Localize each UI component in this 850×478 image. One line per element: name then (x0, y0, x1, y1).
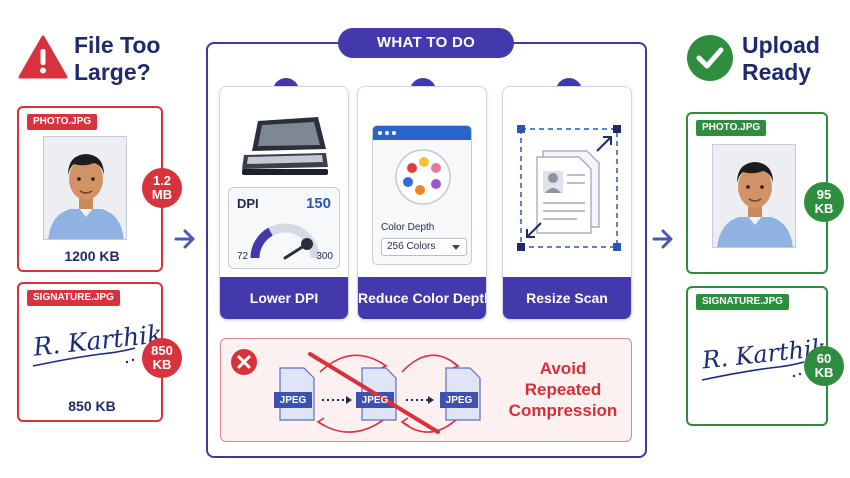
title-line: File Too (74, 32, 161, 58)
scanner-icon (242, 117, 328, 175)
file-size-badge: 60 KB (804, 346, 844, 386)
signature-underline-icon (32, 347, 136, 367)
file-type-label: JPEG (445, 395, 473, 406)
badge-unit: KB (152, 357, 172, 372)
file-tag: SIGNATURE.JPG (27, 290, 120, 306)
resize-document-icon (517, 125, 621, 251)
upload-ready-title: Upload Ready (686, 30, 846, 90)
select-value: 256 Colors (387, 241, 436, 252)
arrow-right-icon (652, 229, 673, 249)
file-size-badge: 1.2 MB (142, 168, 182, 208)
file-size-badge: 850 KB (142, 338, 182, 378)
badge-unit: KB (814, 201, 834, 216)
color-depth-label: Color Depth (381, 222, 435, 233)
person-photo (712, 144, 796, 248)
badge-value: 60 (816, 351, 832, 366)
badge-unit: MB (151, 187, 173, 202)
panel-title: WHAT TO DO (338, 28, 514, 58)
file-tag: PHOTO.JPG (696, 120, 767, 136)
repeated-compression-icon (274, 352, 481, 434)
dpi-max: 300 (316, 251, 333, 262)
title-line: Upload (742, 32, 820, 58)
dpi-gauge-box: DPI 150 72 300 (228, 187, 340, 269)
file-type-label: JPEG (361, 395, 389, 406)
file-tag: PHOTO.JPG (27, 114, 98, 130)
person-portrait-icon (713, 145, 795, 247)
avoid-line: Avoid (539, 359, 587, 378)
window-dots-icon (378, 131, 396, 135)
file-tag: SIGNATURE.JPG (696, 294, 789, 310)
avoid-compression-text: Avoid Repeated Compression (500, 358, 626, 421)
dpi-value: 150 (305, 195, 331, 212)
warning-icon (18, 35, 68, 79)
badge-value: 95 (816, 187, 832, 202)
arrow-right-icon (174, 229, 195, 249)
dpi-gauge-icon (250, 223, 320, 260)
step-label: Lower DPI (220, 277, 348, 319)
step-card-lower-dpi: DPI 150 72 300 Lower DPI (219, 86, 349, 320)
error-x-icon (231, 349, 257, 375)
chevron-down-icon (452, 245, 460, 250)
avoid-line: Repeated (524, 380, 602, 399)
badge-unit: KB (814, 365, 834, 380)
file-size-badge: 95 KB (804, 182, 844, 222)
person-photo (43, 136, 127, 240)
dpi-label: DPI (237, 196, 259, 211)
badge-value: 1.2 (152, 173, 172, 188)
file-type-label: JPEG (279, 395, 307, 406)
step-card-color-depth: Color Depth 256 Colors Reduce Color Dept… (357, 86, 487, 320)
color-depth-window: Color Depth 256 Colors (372, 125, 472, 265)
step-card-resize-scan: Resize Scan (502, 86, 632, 320)
original-photo-card: PHOTO.JPG 1200 KB (17, 106, 163, 272)
dpi-min: 72 (237, 251, 249, 262)
badge-value: 850 (151, 343, 173, 358)
title-line: Large? (74, 59, 151, 85)
check-circle-icon (687, 35, 733, 81)
color-depth-select[interactable]: 256 Colors (381, 238, 467, 256)
file-size-label: 1200 KB (64, 248, 120, 264)
compressed-signature-card: SIGNATURE.JPG R. Karthik (686, 286, 828, 426)
step-label: Reduce Color Depth (358, 277, 486, 319)
step-label: Resize Scan (503, 277, 631, 319)
original-signature-card: SIGNATURE.JPG R. Karthik 850 KB (17, 282, 164, 422)
person-portrait-icon (44, 137, 126, 239)
window-titlebar (373, 126, 471, 140)
signature-underline-icon (701, 361, 805, 381)
color-palette-icon (395, 149, 451, 205)
avoid-line: Compression (508, 401, 618, 420)
file-too-large-title: File Too Large? (18, 30, 188, 90)
compressed-photo-card: PHOTO.JPG (686, 112, 828, 274)
title-line: Ready (742, 59, 812, 85)
file-size-label: 850 KB (68, 398, 116, 414)
